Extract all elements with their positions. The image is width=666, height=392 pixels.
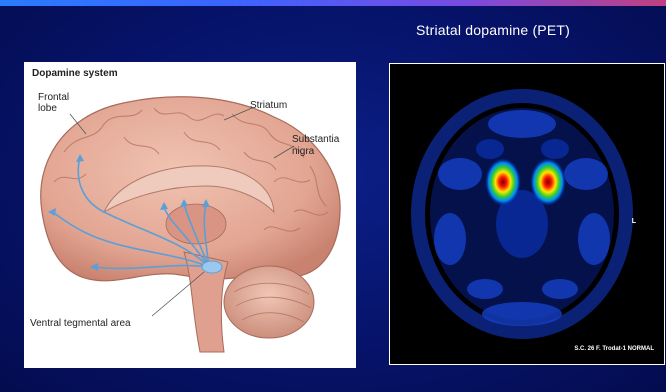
label-frontal-lobe-2: lobe: [38, 103, 57, 114]
right-striatum-hotspot: [530, 158, 566, 206]
label-ventral-tegmental-area: Ventral tegmental area: [30, 318, 131, 329]
pet-scan-image: L S.C. 26 F. Trodat-1 NORMAL: [389, 63, 665, 365]
slide-title: Striatal dopamine (PET): [416, 22, 636, 38]
pet-side-label: L: [632, 218, 636, 225]
label-substantia-nigra: Substantia: [292, 134, 339, 145]
slide-top-accent-bar: [0, 0, 666, 6]
left-striatum-hotspot: [485, 158, 521, 206]
label-frontal-lobe: Frontal: [38, 92, 69, 103]
pet-caption: S.C. 26 F. Trodat-1 NORMAL: [574, 346, 654, 352]
diagram-heading: Dopamine system: [32, 68, 118, 79]
label-striatum: Striatum: [250, 100, 287, 111]
label-substantia-nigra-2: nigra: [292, 146, 314, 157]
pet-scan-drawing: [390, 64, 664, 364]
dopamine-system-illustration: Dopamine system Frontal lobe Striatum Su…: [24, 62, 356, 368]
cerebellum: [224, 266, 314, 338]
vta-region: [202, 261, 222, 273]
